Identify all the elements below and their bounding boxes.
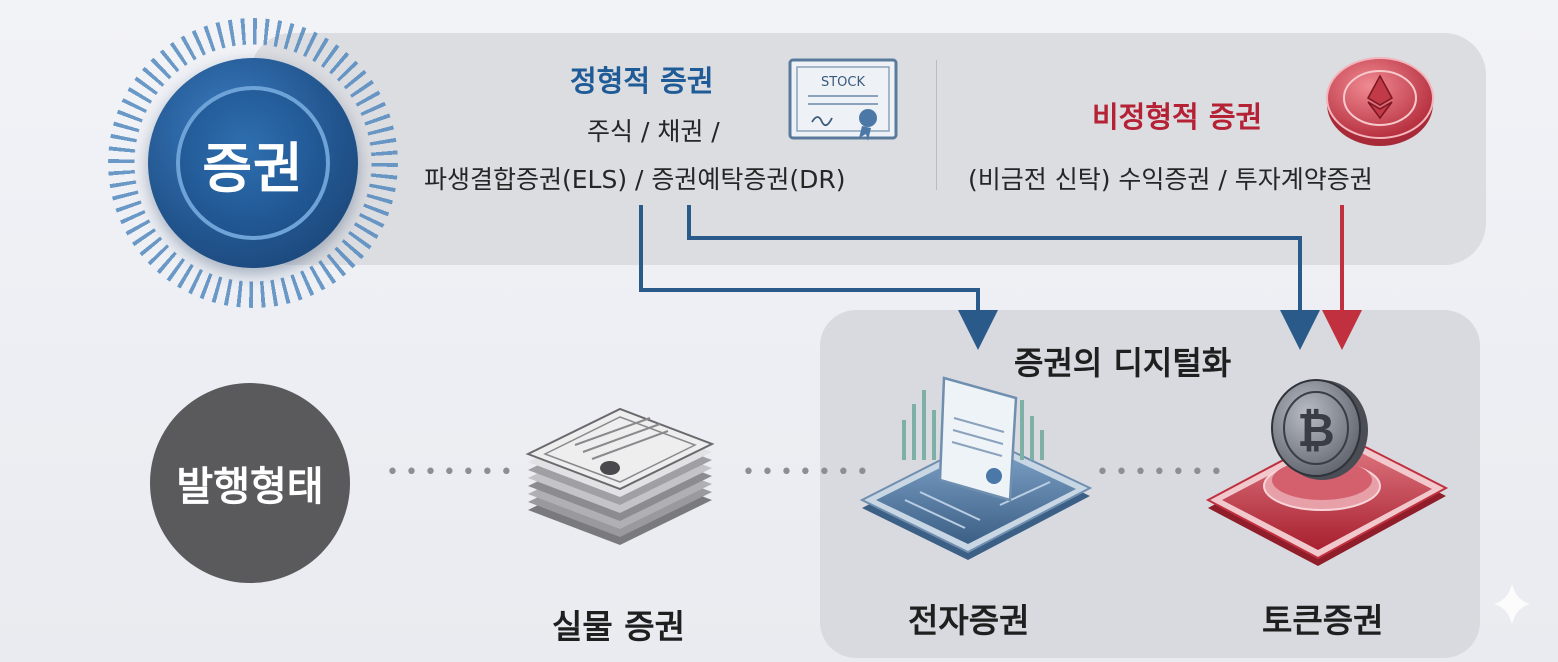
issuance-form-circle: 발행형태	[150, 383, 350, 583]
tablet-bitcoin-icon: ₿	[1205, 379, 1449, 566]
token-securities-label: 토큰증권	[1262, 601, 1384, 640]
atypical-securities-line1: (비금전 신탁) 수익증권 / 투자계약증권	[968, 165, 1373, 194]
data-bars-icon	[902, 390, 1044, 460]
dotted-connector: •••••••	[1096, 460, 1229, 485]
arrow-typical-to-token	[687, 205, 1320, 350]
stock-certificate-icon: STOCK	[788, 58, 898, 141]
sparkle-icon	[1494, 584, 1530, 624]
physical-securities-label: 실물 증권	[552, 607, 685, 646]
ethereum-coin-icon	[1326, 57, 1434, 146]
electronic-securities-label: 전자증권	[908, 601, 1030, 640]
typical-securities-title: 정형적 증권	[570, 64, 714, 98]
atypical-securities-title: 비정형적 증권	[1092, 100, 1263, 134]
arrow-typical-to-electronic	[639, 205, 998, 350]
typical-securities-line2: 파생결합증권(ELS) / 증권예탁증권(DR)	[424, 165, 846, 194]
tablet-certificate-icon	[859, 376, 1093, 560]
typical-securities-line1: 주식 / 채권 /	[587, 117, 720, 146]
securities-badge-label: 증권	[176, 86, 330, 240]
paper-certificate-stack-icon	[525, 407, 715, 545]
dotted-connector: •••••••	[742, 460, 875, 485]
svg-text:STOCK: STOCK	[821, 75, 866, 90]
svg-text:₿: ₿	[1297, 403, 1335, 457]
dotted-connector: •••••••	[386, 460, 519, 485]
bitcoin-icon: ₿	[1271, 379, 1368, 480]
digitalization-title: 증권의 디지털화	[1014, 344, 1232, 382]
panel-divider	[936, 60, 937, 190]
